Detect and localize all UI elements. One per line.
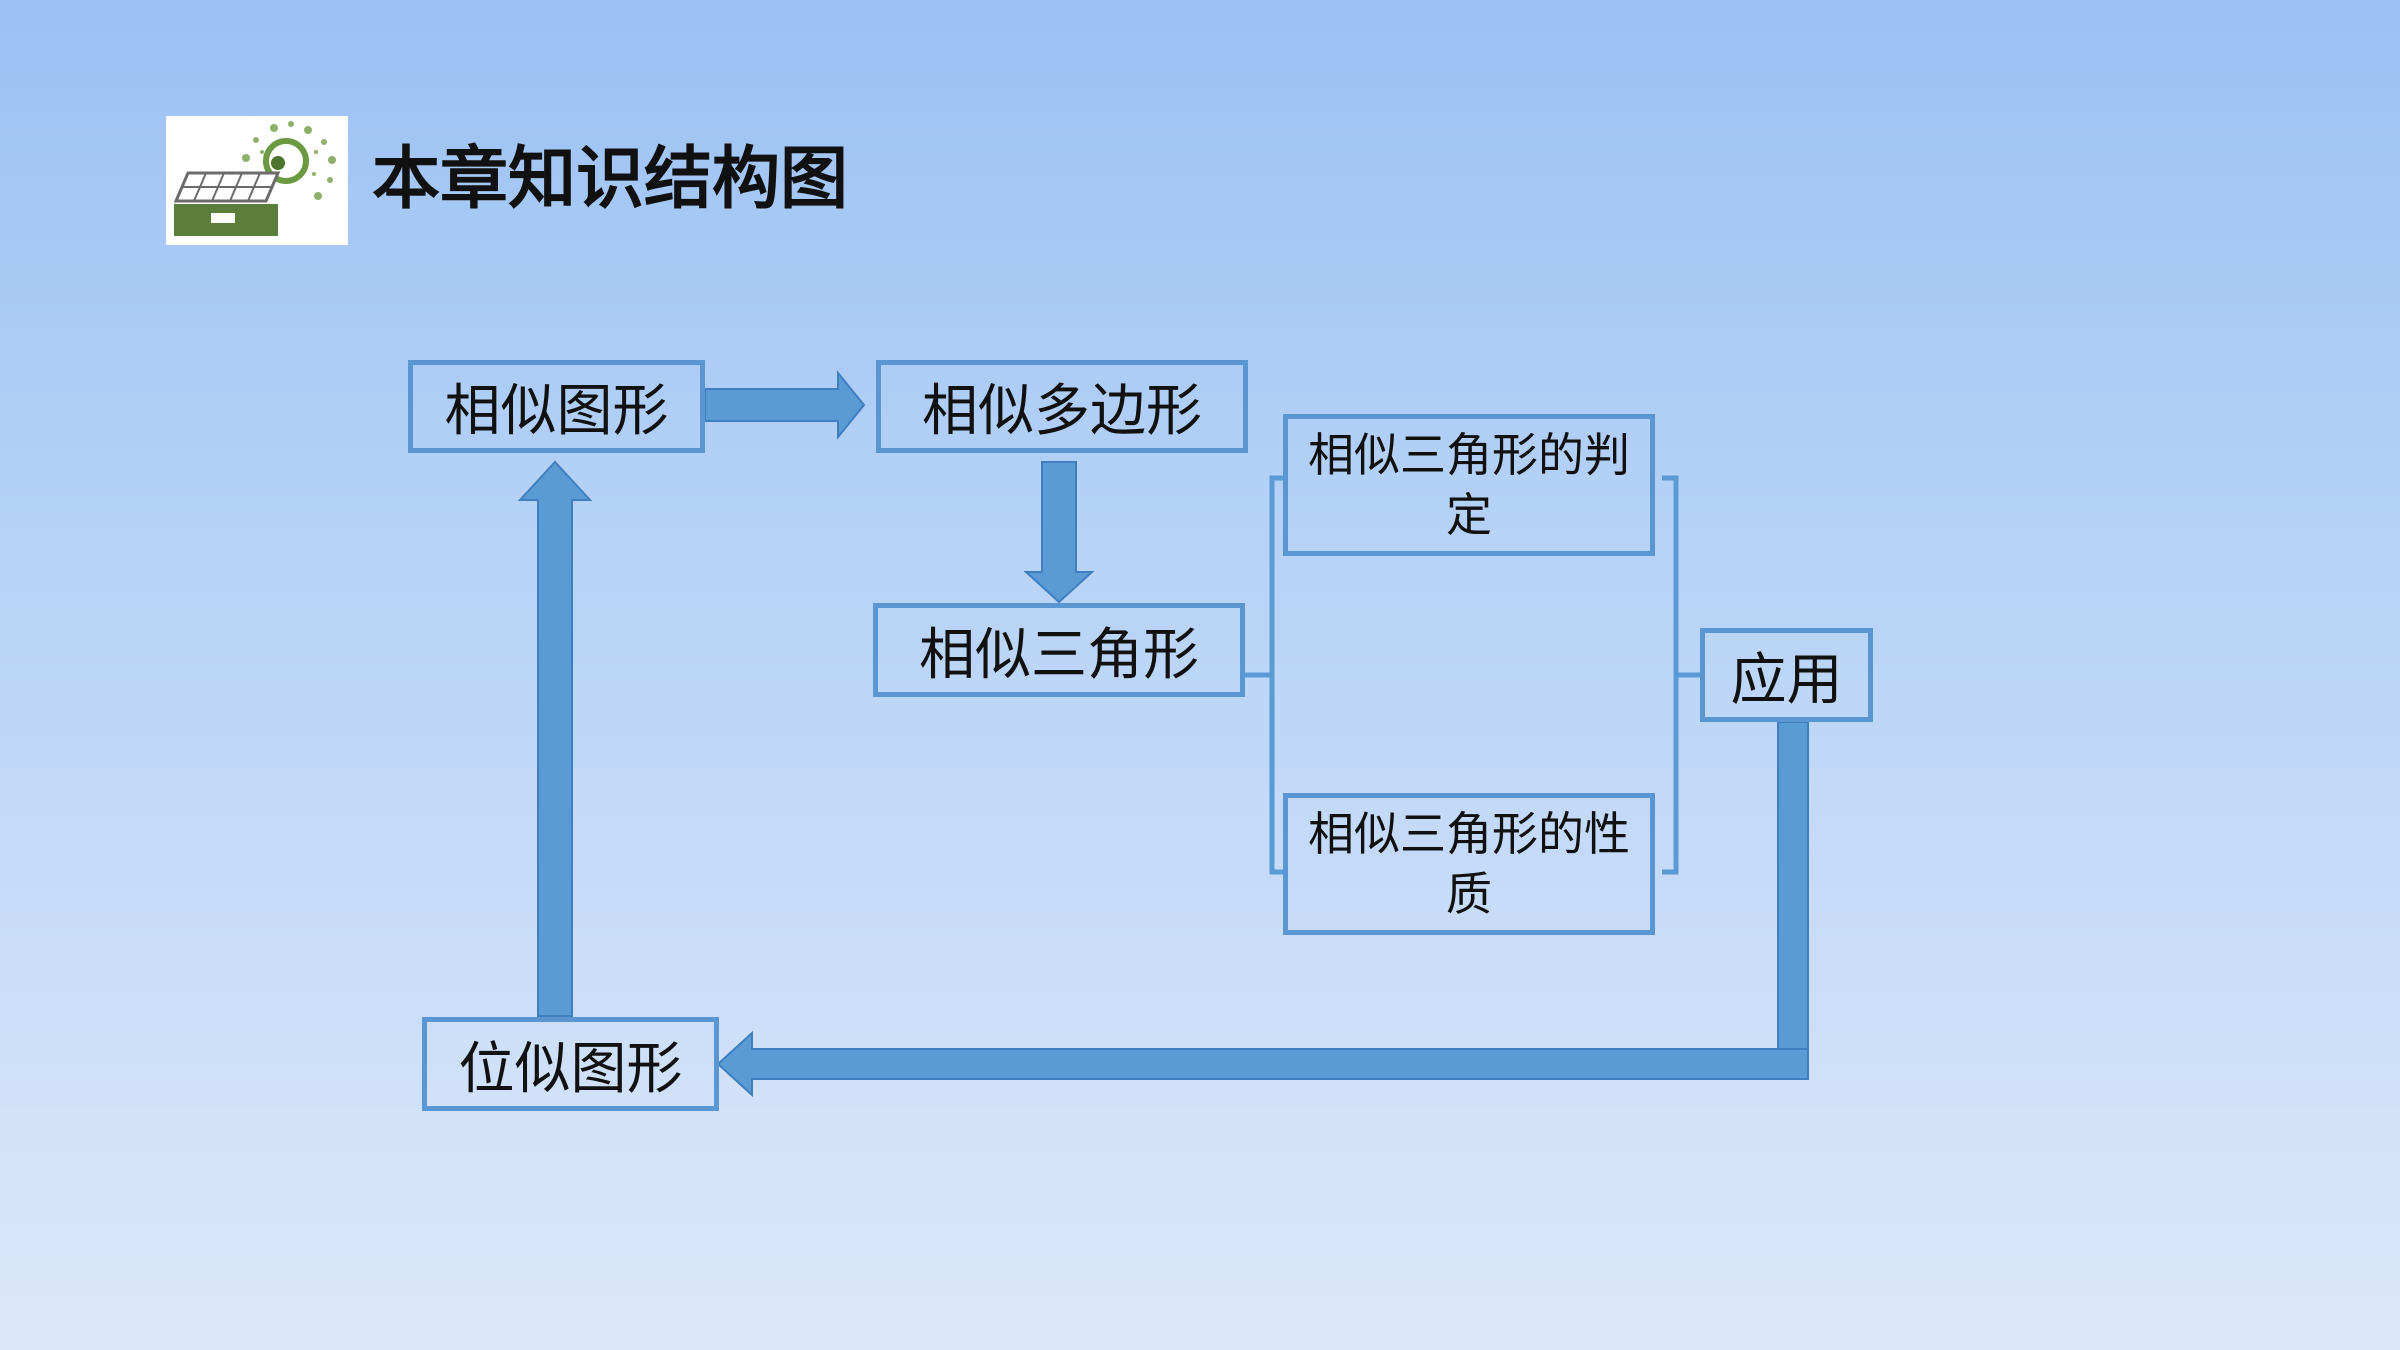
node-triangle-criteria: 相似三角形的判定 <box>1283 414 1655 556</box>
node-homothetic-figures-label: 位似图形 <box>458 1036 683 1102</box>
arrow-application-to-homothetic <box>716 1030 1809 1098</box>
node-triangle-criteria-label: 相似三角形的判定 <box>1308 428 1630 542</box>
page-title: 本章知识结构图 <box>372 140 849 219</box>
solar-panel-logo-icon <box>166 116 348 245</box>
node-homothetic-figures: 位似图形 <box>422 1017 719 1111</box>
node-triangle-properties: 相似三角形的性质 <box>1283 793 1655 935</box>
connector-application-down <box>1777 721 1809 1080</box>
node-application-label: 应用 <box>1730 647 1843 713</box>
node-similar-polygons-label: 相似多边形 <box>922 379 1202 444</box>
left-bracket <box>1269 475 1285 875</box>
node-similar-figures-label: 相似图形 <box>444 379 669 444</box>
node-similar-polygons: 相似多边形 <box>876 360 1248 453</box>
node-similar-triangles: 相似三角形 <box>873 603 1245 697</box>
node-application: 应用 <box>1700 628 1873 722</box>
arrow-homothetic-to-figures <box>517 460 593 1017</box>
arrow-polygons-to-triangles <box>1023 461 1095 604</box>
node-similar-triangles-label: 相似三角形 <box>919 622 1199 688</box>
arrow-figures-to-polygons <box>704 370 866 440</box>
node-triangle-properties-label: 相似三角形的性质 <box>1308 807 1630 921</box>
right-bracket <box>1662 475 1679 875</box>
node-similar-figures: 相似图形 <box>408 360 705 453</box>
